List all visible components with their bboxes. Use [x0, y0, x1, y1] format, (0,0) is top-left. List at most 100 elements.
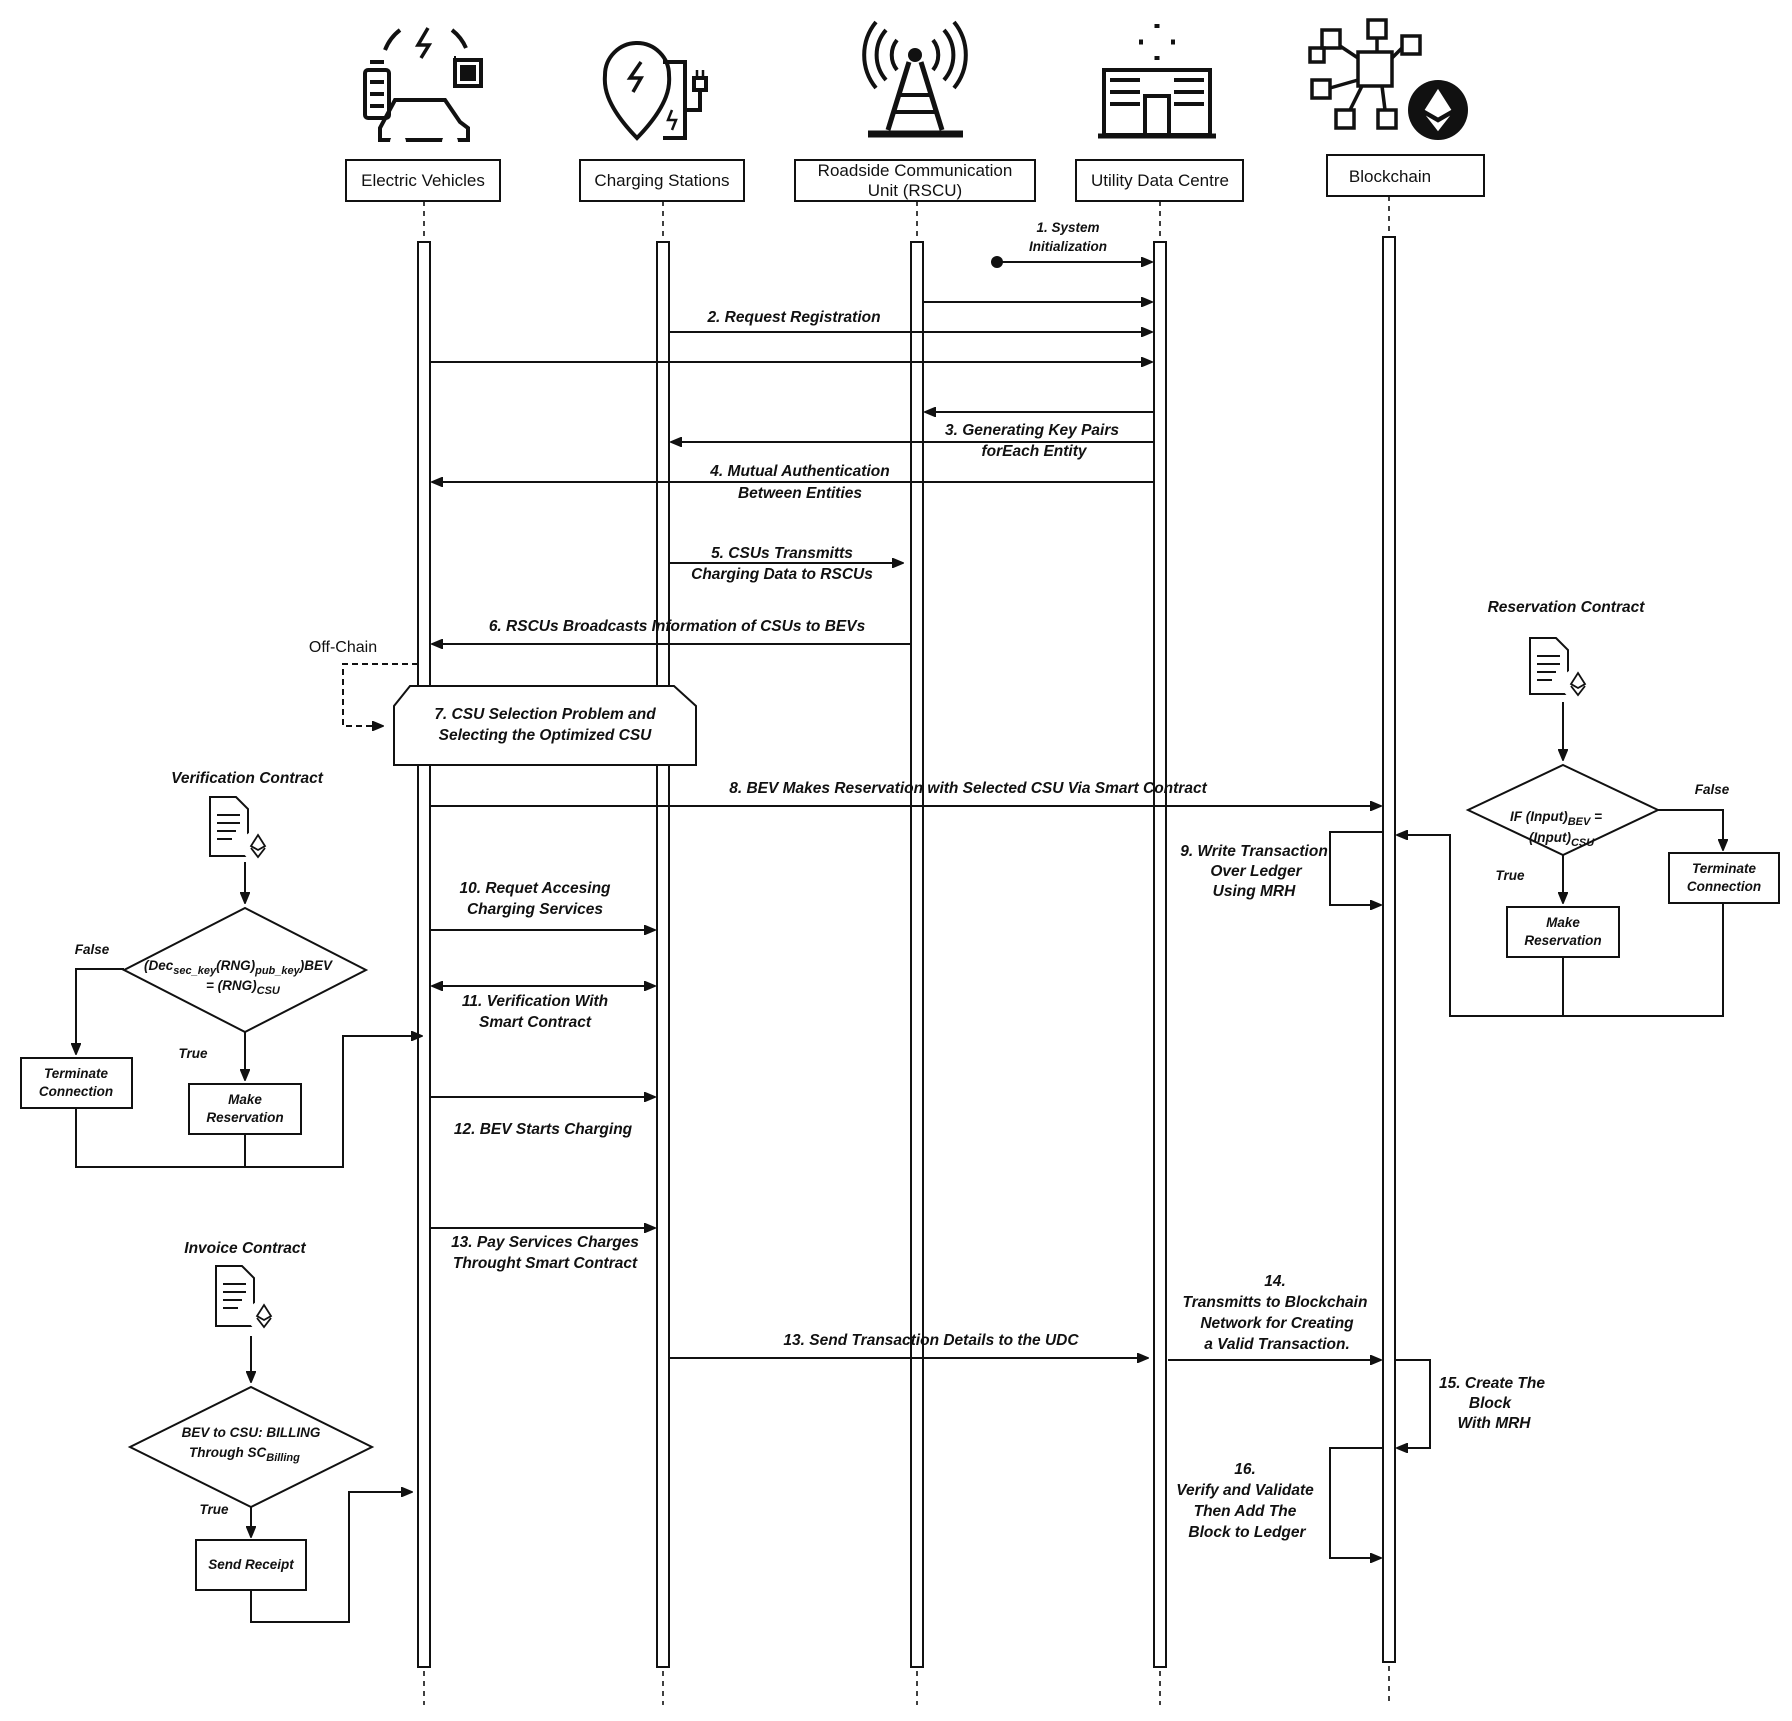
blockchain-ethereum-icon	[1308, 18, 1468, 140]
contract-document-icon	[215, 1265, 280, 1332]
svg-text:True: True	[1495, 868, 1525, 883]
message-14-transmit-to-blockchain: 14. Transmitts to Blockchain Network for…	[1168, 1273, 1381, 1360]
contract-document-icon	[209, 796, 274, 862]
svg-text:Reservation Contract: Reservation Contract	[1488, 599, 1646, 616]
svg-text:15. Create The: 15. Create The	[1439, 1375, 1545, 1392]
svg-text:False: False	[75, 942, 110, 957]
participant-utility-data-centre: Utility Data Centre	[1075, 159, 1244, 202]
radio-tower-icon	[862, 20, 968, 138]
svg-text:11. Verification With: 11. Verification With	[462, 993, 608, 1010]
svg-text:Reservation: Reservation	[206, 1110, 283, 1125]
svg-text:Connection: Connection	[1687, 879, 1761, 894]
message-13-send-transaction-details: 13. Send Transaction Details to the UDC	[670, 1332, 1148, 1358]
charging-station-pin-icon	[602, 41, 708, 141]
lifelines	[423, 196, 1390, 1705]
svg-text:Invoice Contract: Invoice Contract	[184, 1240, 306, 1257]
ev-battery-car-icon	[363, 27, 483, 150]
message-8-bev-makes-reservation: 8. BEV Makes Reservation with Selected C…	[430, 780, 1381, 806]
participant-electric-vehicles: Electric Vehicles	[345, 159, 501, 202]
message-2-request-registration: 2. Request Registration	[669, 309, 1152, 332]
message-4-mutual-authentication: 4. Mutual Authentication Between Entitie…	[432, 463, 1154, 502]
message-5-csus-transmit: 5. CSUs Transmitts Charging Data to RSCU…	[669, 545, 903, 583]
svg-text:True: True	[178, 1046, 208, 1061]
svg-text:a Valid Transaction.: a Valid Transaction.	[1204, 1336, 1350, 1353]
message-10-request-access: 10. Requet Accesing Charging Services	[430, 880, 655, 930]
svg-text:8. BEV Makes Reservation with: 8. BEV Makes Reservation with Selected C…	[729, 780, 1207, 797]
message-16-verify-and-validate: 16. Verify and Validate Then Add The Blo…	[1176, 1447, 1383, 1558]
svg-text:Terminate: Terminate	[44, 1066, 109, 1081]
step-7-csu-selection-box: 7. CSU Selection Problem and Selecting t…	[393, 685, 697, 766]
svg-text:Block: Block	[1469, 1395, 1513, 1412]
svg-text:Make: Make	[228, 1092, 262, 1107]
svg-text:2. Request Registration: 2. Request Registration	[706, 309, 880, 326]
message-12-bev-starts-charging: 12. BEV Starts Charging	[430, 1097, 655, 1138]
participant-rscu: Roadside Communication Unit (RSCU)	[794, 159, 1036, 202]
svg-text:7. CSU Selection Problem and: 7. CSU Selection Problem and	[434, 706, 656, 723]
svg-text:Connection: Connection	[39, 1084, 113, 1099]
svg-text:forEach Entity: forEach Entity	[981, 443, 1087, 460]
svg-text:4. Mutual Authentication: 4. Mutual Authentication	[709, 463, 889, 480]
message-3-generating-key-pairs: 3. Generating Key Pairs forEach Entity	[671, 422, 1154, 460]
svg-text:Verify and Validate: Verify and Validate	[1176, 1482, 1314, 1499]
svg-text:Unit (RSCU): Unit (RSCU)	[868, 181, 962, 200]
participant-blockchain: Blockchain	[1326, 154, 1485, 197]
svg-text:3. Generating Key Pairs: 3. Generating Key Pairs	[945, 422, 1119, 439]
svg-text:Off-Chain: Off-Chain	[309, 639, 377, 656]
activation-bars	[417, 236, 1396, 1668]
data-centre-building-icon	[1098, 24, 1216, 139]
svg-text:Over Ledger: Over Ledger	[1210, 863, 1302, 880]
svg-text:Roadside Communication: Roadside Communication	[818, 161, 1013, 180]
svg-text:13. Send Transaction Details t: 13. Send Transaction Details to the UDC	[783, 1332, 1079, 1349]
svg-text:1. System: 1. System	[1036, 220, 1099, 235]
svg-text:Charging Services: Charging Services	[467, 901, 603, 918]
message-11-verification: 11. Verification With Smart Contract	[432, 986, 655, 1031]
svg-text:Network for Creating: Network for Creating	[1200, 1315, 1354, 1332]
message-6-rscus-broadcast: 6. RSCUs Broadcasts Information of CSUs …	[432, 618, 911, 644]
verification-contract: Verification Contract (Decsec_key(RNG)pu…	[20, 770, 422, 1168]
message-15-create-block: 15. Create The Block With MRH	[1395, 1359, 1545, 1448]
message-13-pay-services: 13. Pay Services Charges Throught Smart …	[430, 1228, 655, 1272]
svg-text:Block to Ledger: Block to Ledger	[1188, 1524, 1306, 1541]
svg-text:16.: 16.	[1234, 1461, 1256, 1478]
svg-text:Using MRH: Using MRH	[1213, 883, 1296, 900]
svg-text:10. Requet Accesing: 10. Requet Accesing	[459, 880, 611, 897]
svg-text:Through SCBilling: Through SCBilling	[189, 1445, 300, 1464]
svg-text:Selecting the Optimized CSU: Selecting the Optimized CSU	[439, 727, 653, 744]
svg-text:14.: 14.	[1264, 1273, 1286, 1290]
svg-text:(Input)CSU: (Input)CSU	[1529, 830, 1595, 849]
svg-text:Make: Make	[1546, 915, 1580, 930]
svg-text:Utility Data Centre: Utility Data Centre	[1091, 171, 1229, 190]
svg-text:12. BEV Starts Charging: 12. BEV Starts Charging	[454, 1121, 633, 1138]
svg-text:Verification Contract: Verification Contract	[171, 770, 324, 787]
svg-text:5. CSUs Transmitts: 5. CSUs Transmitts	[711, 545, 853, 562]
svg-text:With MRH: With MRH	[1457, 1415, 1531, 1432]
svg-text:BEV to CSU: BILLING: BEV to CSU: BILLING	[182, 1425, 321, 1440]
svg-text:Send Receipt: Send Receipt	[208, 1557, 294, 1572]
message-9-write-transaction: 9. Write Transaction Over Ledger Using M…	[1180, 831, 1383, 905]
svg-text:Throught Smart Contract: Throught Smart Contract	[453, 1255, 638, 1272]
svg-text:Initialization: Initialization	[1029, 239, 1107, 254]
reservation-contract: Reservation Contract IF (Input)BEV = (In…	[1397, 599, 1780, 1017]
svg-text:Between Entities: Between Entities	[738, 485, 862, 502]
svg-text:False: False	[1695, 782, 1730, 797]
svg-text:IF (Input)BEV =: IF (Input)BEV =	[1510, 809, 1602, 828]
svg-text:Blockchain: Blockchain	[1349, 167, 1431, 186]
svg-text:Electric Vehicles: Electric Vehicles	[361, 171, 485, 190]
message-1-system-initialization: 1. System Initialization	[991, 220, 1152, 268]
svg-text:Terminate: Terminate	[1692, 861, 1757, 876]
svg-text:Smart Contract: Smart Contract	[479, 1014, 592, 1031]
svg-text:9. Write Transaction: 9. Write Transaction	[1180, 843, 1328, 860]
svg-text:Transmitts to Blockchain: Transmitts to Blockchain	[1183, 1294, 1368, 1311]
svg-text:Charging Stations: Charging Stations	[594, 171, 729, 190]
svg-text:= (RNG)CSU: = (RNG)CSU	[206, 978, 281, 997]
svg-text:Reservation: Reservation	[1524, 933, 1601, 948]
svg-text:Charging Data to RSCUs: Charging Data to RSCUs	[691, 566, 873, 583]
contract-document-icon	[1529, 637, 1594, 700]
svg-text:Then Add The: Then Add The	[1194, 1503, 1297, 1520]
svg-text:6. RSCUs Broadcasts Informatio: 6. RSCUs Broadcasts Information of CSUs …	[489, 618, 866, 635]
off-chain-loop: Off-Chain	[309, 639, 418, 726]
invoice-contract: Invoice Contract BEV to CSU: BILLING Thr…	[127, 1240, 412, 1623]
svg-text:True: True	[199, 1502, 229, 1517]
svg-text:13. Pay Services Charges: 13. Pay Services Charges	[451, 1234, 639, 1251]
